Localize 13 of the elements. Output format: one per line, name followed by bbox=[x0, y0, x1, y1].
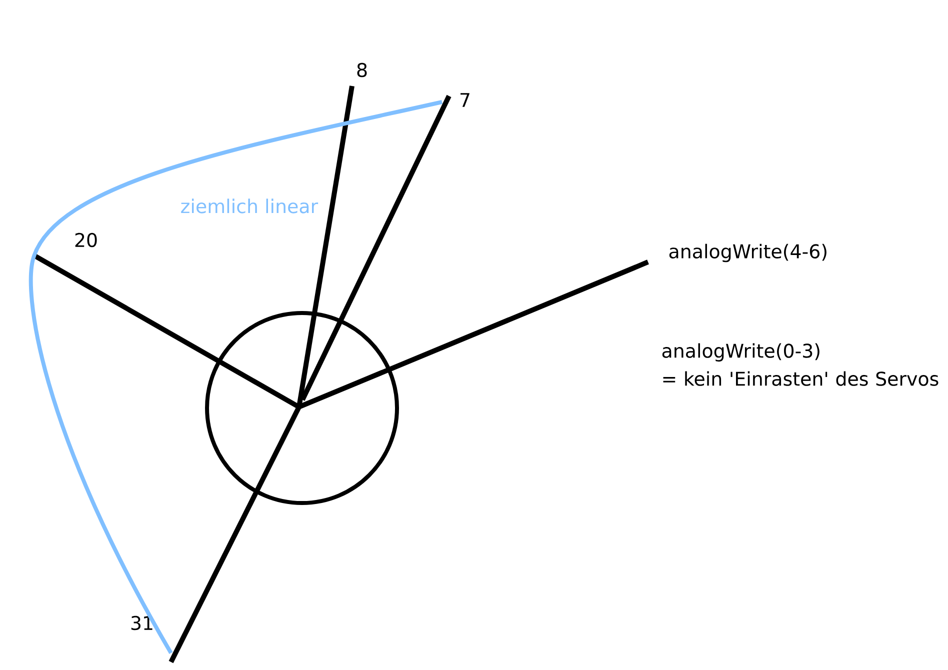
dial-circle bbox=[205, 311, 399, 505]
radius-line bbox=[168, 406, 302, 664]
value-label: 31 bbox=[131, 616, 152, 630]
radius-line bbox=[298, 260, 649, 410]
command-label: analogWrite(4-6) bbox=[669, 244, 826, 262]
value-label: 7 bbox=[460, 93, 470, 107]
radius-line bbox=[300, 94, 452, 401]
value-label: 8 bbox=[357, 62, 367, 78]
response-curve bbox=[29, 100, 442, 654]
radius-line bbox=[34, 254, 300, 410]
edge-label: ziemlich linear bbox=[181, 198, 318, 214]
value-label: 20 bbox=[75, 232, 97, 248]
note-text: analogWrite(0-3) = kein 'Einrasten' des Servos bbox=[662, 343, 938, 386]
